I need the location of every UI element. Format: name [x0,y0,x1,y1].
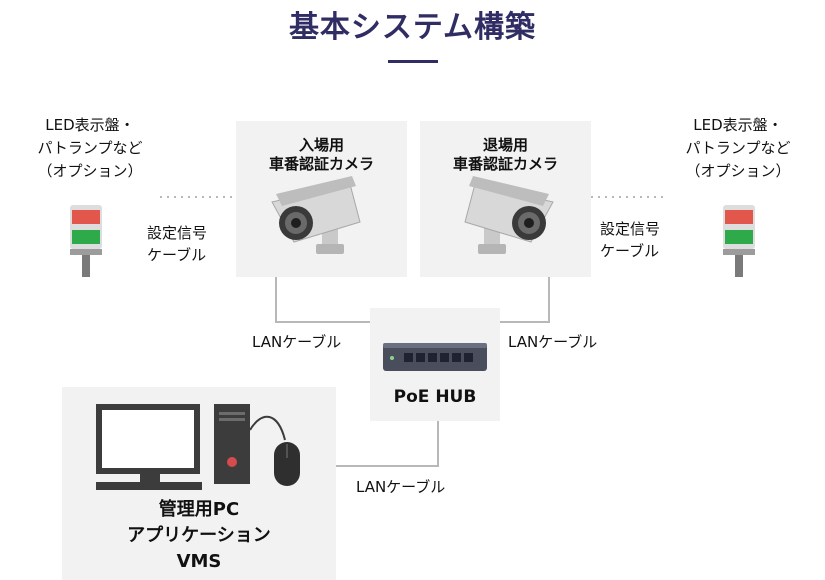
exit-camera-label: 退場用 車番認証カメラ [452,136,558,173]
bottom-lan-line [336,421,439,467]
bottom-lan-cable-label: LANケーブル [356,478,446,496]
pc-label: 管理用PC アプリケーション VMS [127,499,271,572]
right-lan-line [500,277,550,323]
left-lan-cable-label: LANケーブル [252,333,342,351]
left-indicator-label: LED表示盤・ パトランプなど （オプション） [37,116,143,180]
title-underline [388,60,438,63]
left-lan-line [275,277,370,323]
right-lan-cable-label: LANケーブル [508,333,598,351]
left-signal-cable-label: 設定信号 ケーブル [147,224,208,264]
poe-hub-label: PoE HUB [393,387,477,407]
right-indicator-label: LED表示盤・ パトランプなど （オプション） [685,116,791,180]
page-title: 基本システム構築 [288,10,537,45]
right-signal-cable-label: 設定信号 ケーブル [600,220,661,260]
entry-camera-label: 入場用 車番認証カメラ [268,136,374,173]
